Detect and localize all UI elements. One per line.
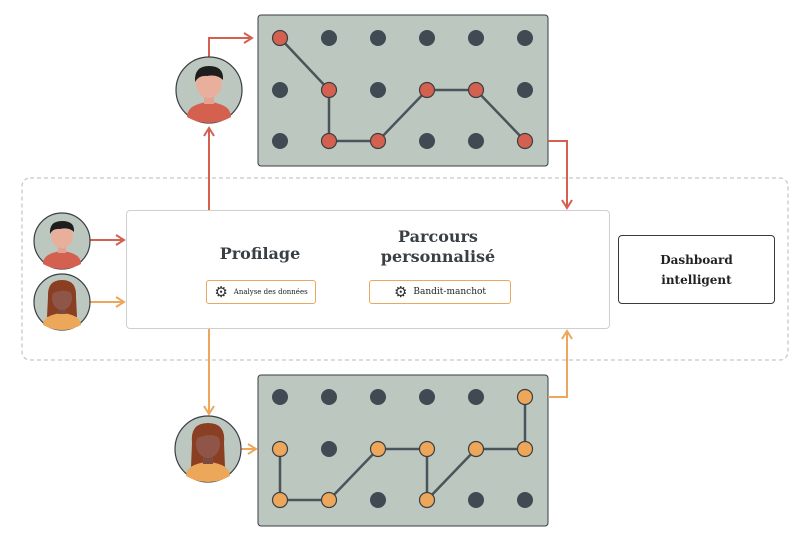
system-dashed-frame	[21, 177, 789, 361]
bottom-grid-node-active	[516, 440, 534, 458]
top-grid-node	[517, 82, 533, 98]
bottom-grid-node-active	[320, 491, 338, 509]
top-grid-node-active	[320, 132, 338, 150]
data-analysis-label: Analyse des données	[233, 288, 308, 296]
bottom-grid-node	[468, 389, 484, 405]
bottom-grid-node-active	[271, 491, 289, 509]
top-grid-node	[468, 30, 484, 46]
top-grid-node	[321, 30, 337, 46]
intelligent-dashboard-box: Dashboard intelligent	[618, 235, 775, 304]
top-grid-node-active	[418, 81, 436, 99]
bottom-grid-node	[272, 389, 288, 405]
process-box	[126, 210, 610, 329]
top-grid-node	[370, 82, 386, 98]
bottom-grid-node-active	[369, 440, 387, 458]
top-path-panel	[257, 14, 549, 167]
orange-arrow-panel-to-center	[548, 329, 573, 398]
red-connectors	[90, 32, 573, 246]
avatar-female-bottom	[174, 415, 242, 483]
top-path-nodes	[271, 29, 534, 150]
top-grid-node	[272, 133, 288, 149]
bottom-grid-node-active	[516, 388, 534, 406]
bottom-grid-node	[517, 492, 533, 508]
bottom-grid-node	[370, 492, 386, 508]
top-grid-node	[419, 133, 435, 149]
red-arrow-to-top-panel	[208, 32, 254, 57]
personalized-path-title: Parcours personnalisé	[370, 227, 506, 267]
avatar-male-left	[33, 212, 91, 270]
bottom-grid-node-active	[467, 440, 485, 458]
top-grid-node-active	[516, 132, 534, 150]
bottom-grid-node	[468, 492, 484, 508]
profiling-title: Profilage	[219, 244, 301, 263]
bandit-label: Bandit-manchot	[413, 287, 487, 297]
bottom-grid-node-active	[418, 440, 436, 458]
orange-connectors	[90, 296, 573, 455]
avatar-female-left	[33, 273, 91, 331]
bottom-path-panel	[257, 374, 549, 527]
dashboard-line1: Dashboard	[660, 252, 733, 267]
dashboard-line2: intelligent	[661, 272, 732, 287]
top-grid-node-active	[369, 132, 387, 150]
avatar-male-top	[175, 56, 243, 124]
bottom-grid-node	[321, 441, 337, 457]
red-arrow-panel-to-center	[548, 140, 573, 210]
top-grid-node	[272, 82, 288, 98]
gear-icon: ⚙	[393, 282, 408, 301]
personalized-path-title-line1: Parcours	[398, 227, 478, 246]
gear-icon: ⚙	[214, 282, 228, 301]
bottom-grid-node	[321, 389, 337, 405]
top-grid-node	[370, 30, 386, 46]
data-analysis-pill: ⚙ Analyse des données	[206, 280, 316, 304]
bandit-pill: ⚙ Bandit-manchot	[369, 280, 511, 304]
top-grid-node-active	[320, 81, 338, 99]
top-grid-node	[517, 30, 533, 46]
bottom-grid-node-active	[271, 440, 289, 458]
top-grid-node-active	[467, 81, 485, 99]
bottom-grid-node-active	[418, 491, 436, 509]
bottom-grid-node	[419, 389, 435, 405]
top-grid-node	[419, 30, 435, 46]
top-grid-node	[468, 133, 484, 149]
bottom-path-nodes	[271, 388, 534, 509]
top-grid-node-active	[271, 29, 289, 47]
personalized-path-title-line2: personnalisé	[380, 247, 496, 266]
bottom-grid-node	[370, 389, 386, 405]
